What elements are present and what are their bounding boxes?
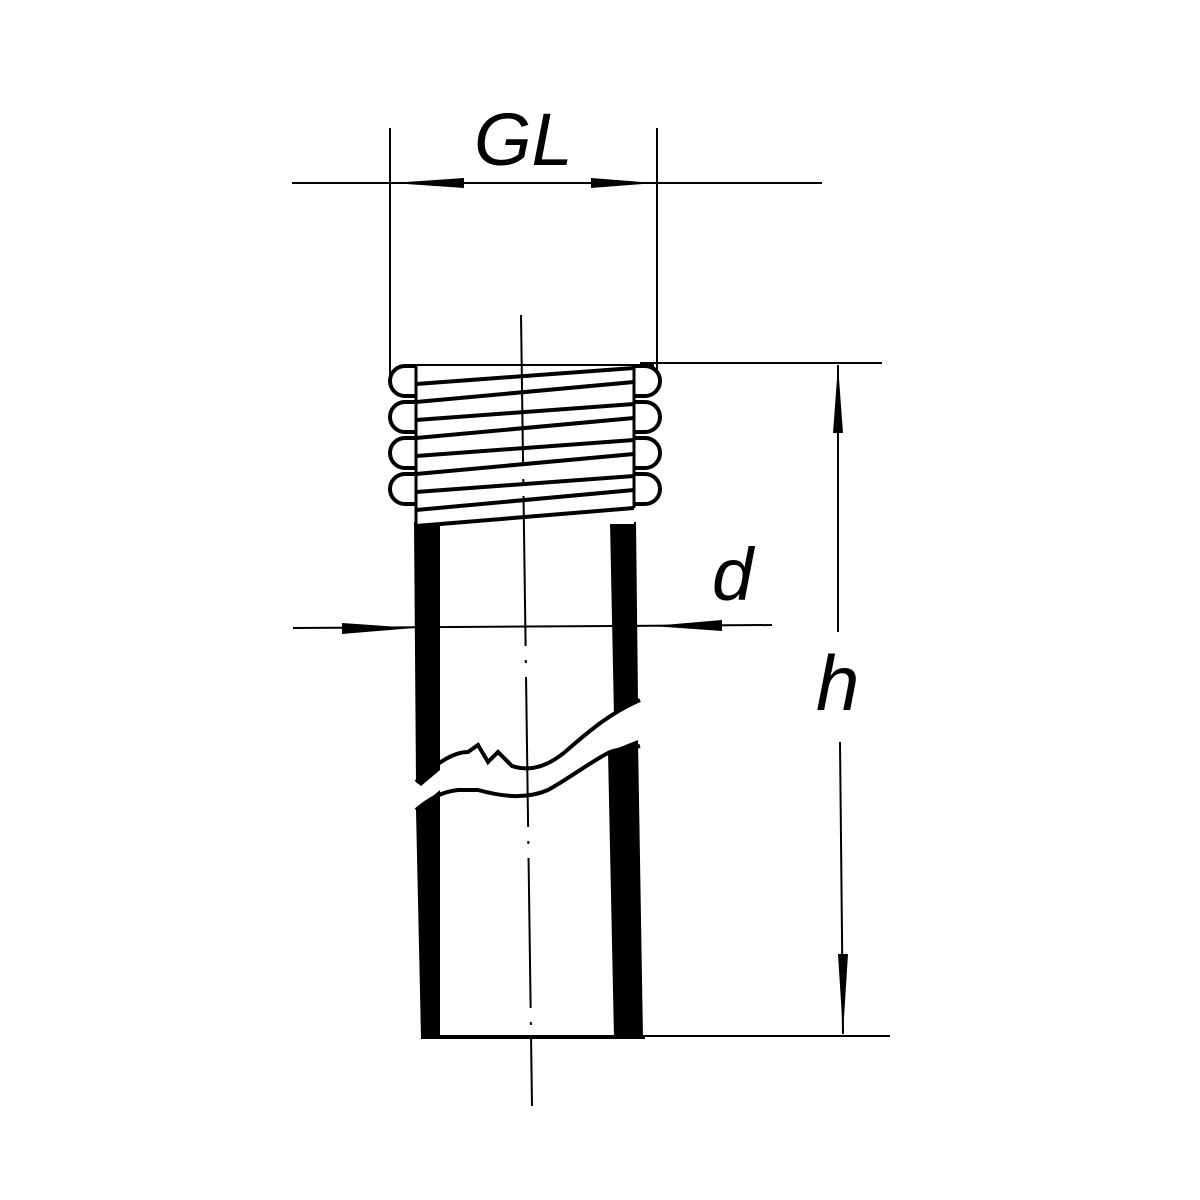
break-line-upper <box>414 698 641 784</box>
h-dimension <box>640 362 890 1037</box>
thread-helix-line-1 <box>415 366 635 386</box>
gl-label: GL <box>474 98 573 181</box>
thread-helix-line-6 <box>415 452 635 476</box>
h-arrow-top <box>833 365 843 433</box>
d-arrow-left <box>342 623 414 634</box>
thread-helix-line-9 <box>415 506 635 528</box>
gl-arrow-left <box>392 178 464 188</box>
thread-helix-line-3 <box>415 402 635 422</box>
gl-dimension <box>292 128 822 385</box>
center-axis <box>520 314 533 1107</box>
thread-helix-line-8 <box>415 488 635 512</box>
h-arrow-bottom <box>838 954 848 1034</box>
thread-helix-line-7 <box>415 474 635 494</box>
h-label: h <box>816 639 859 727</box>
center-line <box>520 314 533 1107</box>
tube-wall-right-upper <box>610 522 638 716</box>
d-dimension <box>292 620 773 634</box>
d-label: d <box>712 533 756 616</box>
tube-wall-left-lower <box>416 790 440 1038</box>
break-line-lower <box>414 744 641 812</box>
tube-body <box>414 522 645 1039</box>
tube-wall-right-lower <box>608 740 643 1038</box>
tube-wall-left-upper <box>414 522 440 786</box>
thread-helix-line-5 <box>415 438 635 458</box>
thread-helix-line-2 <box>415 380 635 404</box>
thread <box>388 364 662 528</box>
thread-helix-line-4 <box>415 416 635 440</box>
d-arrow-right <box>652 620 722 631</box>
gl-arrow-right <box>591 178 655 188</box>
